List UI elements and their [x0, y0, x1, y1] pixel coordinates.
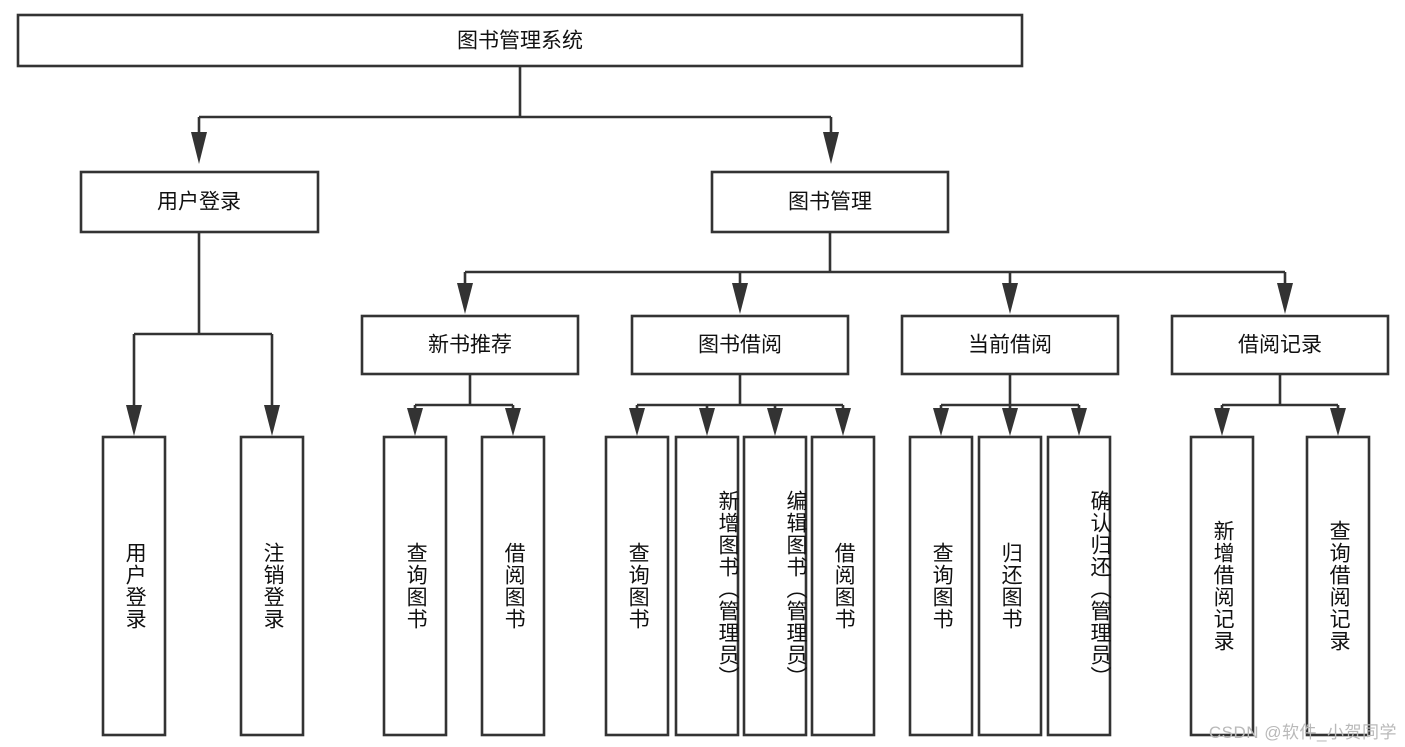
book-borrow-label: 图书借阅	[698, 334, 782, 357]
connector-root-to-level2	[191, 66, 839, 164]
current-borrow-box	[900, 314, 1120, 376]
current-borrow-label: 当前借阅	[968, 334, 1052, 357]
book-manage-label: 图书管理	[788, 191, 872, 214]
node-user-login[interactable]: 用户登录	[79, 170, 320, 234]
arrow-to-new-book-recommend	[457, 283, 473, 314]
node-book-borrow[interactable]: 图书借阅	[630, 314, 850, 376]
arrow-to-current-borrow	[1002, 283, 1018, 314]
user-login-box	[79, 170, 320, 234]
connector-book-manage-to-level3	[457, 232, 1293, 314]
leaf-box-user-login[interactable]	[101, 435, 167, 737]
leaf-box-return-book[interactable]	[977, 435, 1043, 737]
leaf-box-logout[interactable]	[239, 435, 305, 737]
new-book-recommend-box	[360, 314, 580, 376]
arrow-to-borrow-record	[1277, 283, 1293, 314]
leaf-box-borrow-book-2[interactable]	[810, 435, 876, 737]
connector-current-borrow-to-leaves	[933, 374, 1087, 436]
leaf-box-add-record[interactable]	[1189, 435, 1255, 737]
arrow-to-leaf-user-login	[126, 405, 142, 436]
leaf-box-borrow-book-1[interactable]	[480, 435, 546, 737]
arrow-to-book-manage	[823, 132, 839, 164]
user-login-label: 用户登录	[157, 191, 241, 214]
csdn-watermark: CSDN @软件_小贺同学	[1208, 723, 1397, 742]
leaf-box-confirm-return[interactable]	[1046, 435, 1112, 737]
connector-book-borrow-to-leaves	[629, 374, 851, 436]
arrow-to-book-borrow	[732, 283, 748, 314]
new-book-recommend-label: 新书推荐	[428, 334, 512, 357]
leaf-box-query-record[interactable]	[1305, 435, 1371, 737]
arrow-to-user-login	[191, 132, 207, 164]
leaf-box-query-book-1[interactable]	[382, 435, 448, 737]
leaf-box-add-book[interactable]	[674, 435, 740, 737]
node-current-borrow[interactable]: 当前借阅	[900, 314, 1120, 376]
arrow-to-leaf-logout	[264, 405, 280, 436]
root-label: 图书管理系统	[457, 30, 583, 53]
node-borrow-record[interactable]: 借阅记录	[1170, 314, 1390, 376]
connector-borrow-record-to-leaves	[1214, 374, 1346, 436]
node-root[interactable]: 图书管理系统	[16, 13, 1024, 68]
node-new-book-recommend[interactable]: 新书推荐	[360, 314, 580, 376]
leaf-box-query-book-3[interactable]	[908, 435, 974, 737]
connector-user-login-to-leaves	[126, 232, 280, 436]
root-box	[16, 13, 1024, 68]
node-book-manage[interactable]: 图书管理	[710, 170, 950, 234]
connector-new-book-recommend-to-leaves	[407, 374, 521, 436]
borrow-record-label: 借阅记录	[1238, 334, 1322, 357]
leaf-box-edit-book[interactable]	[742, 435, 808, 737]
leaf-box-query-book-2[interactable]	[604, 435, 670, 737]
